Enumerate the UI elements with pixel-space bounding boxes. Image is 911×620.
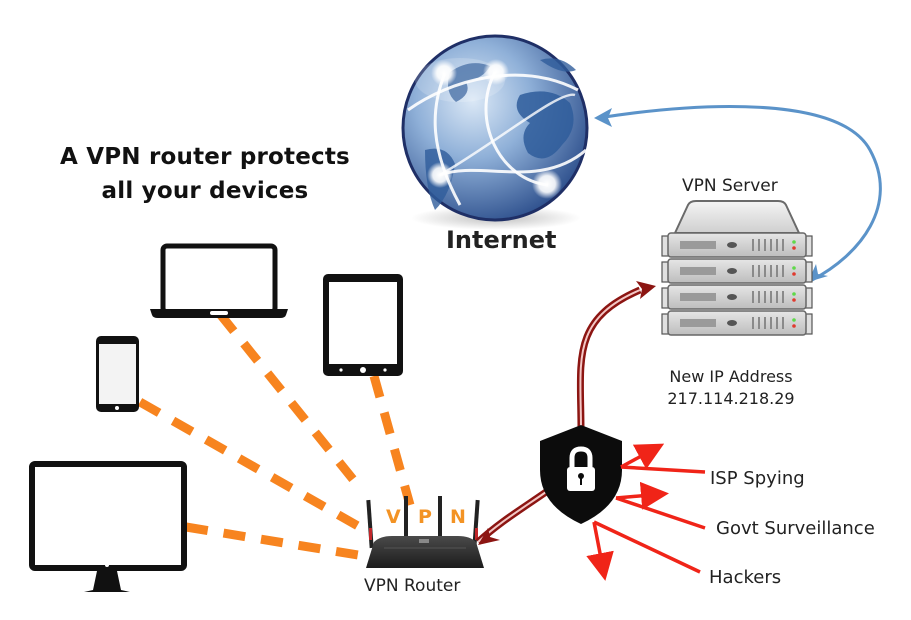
headline: A VPN router protects all your devices: [20, 140, 390, 208]
server-unit: [661, 258, 813, 284]
threat-govt-surveillance: Govt Surveillance: [716, 518, 875, 539]
hackers-threat-line: [593, 520, 701, 574]
smartphone-link: [137, 398, 368, 534]
vpn-router-label: VPN Router: [364, 576, 461, 596]
isp-threat-line: [620, 465, 706, 474]
ip-address: 217.114.218.29: [667, 389, 795, 408]
router-icon: [366, 496, 484, 568]
ip-address-block: New IP Address 217.114.218.29: [656, 366, 806, 410]
smartphone-icon: [96, 336, 139, 412]
arrowhead-icon: [478, 528, 500, 545]
headline-line-2: all your devices: [101, 178, 309, 204]
server-rack-icon: [661, 200, 813, 336]
ip-caption: New IP Address: [669, 367, 793, 386]
server-unit: [661, 284, 813, 310]
threat-isp-spying: ISP Spying: [710, 468, 805, 489]
monitor-icon: [29, 461, 187, 592]
internet-label: Internet: [446, 226, 557, 254]
globe-icon: [401, 34, 589, 230]
router-letter-v: V: [386, 506, 401, 528]
govt-threat-line: [615, 496, 706, 530]
server-unit: [661, 310, 813, 336]
isp-deflect-arrow: [620, 443, 665, 470]
monitor-link: [185, 522, 359, 560]
arrowhead-icon: [636, 281, 656, 299]
tablet-link: [369, 374, 415, 507]
threat-arrows: [586, 443, 706, 581]
threat-hackers: Hackers: [709, 567, 782, 588]
router-letter-n: N: [450, 506, 466, 528]
server-unit: [661, 232, 813, 258]
encrypted-tunnel: [475, 281, 656, 545]
headline-line-1: A VPN router protects: [60, 144, 350, 170]
hackers-deflect-arrow: [586, 521, 614, 581]
shield-lock-icon: [540, 425, 622, 524]
govt-deflect-arrow: [615, 481, 669, 510]
arrowhead-icon: [594, 108, 612, 127]
internet-server-link: [594, 105, 882, 282]
arrowhead-icon: [808, 264, 828, 282]
device-links: [137, 311, 415, 560]
tablet-icon: [323, 274, 403, 376]
vpn-server-label: VPN Server: [682, 176, 778, 196]
laptop-icon: [150, 243, 288, 318]
router-letter-p: P: [418, 506, 432, 528]
